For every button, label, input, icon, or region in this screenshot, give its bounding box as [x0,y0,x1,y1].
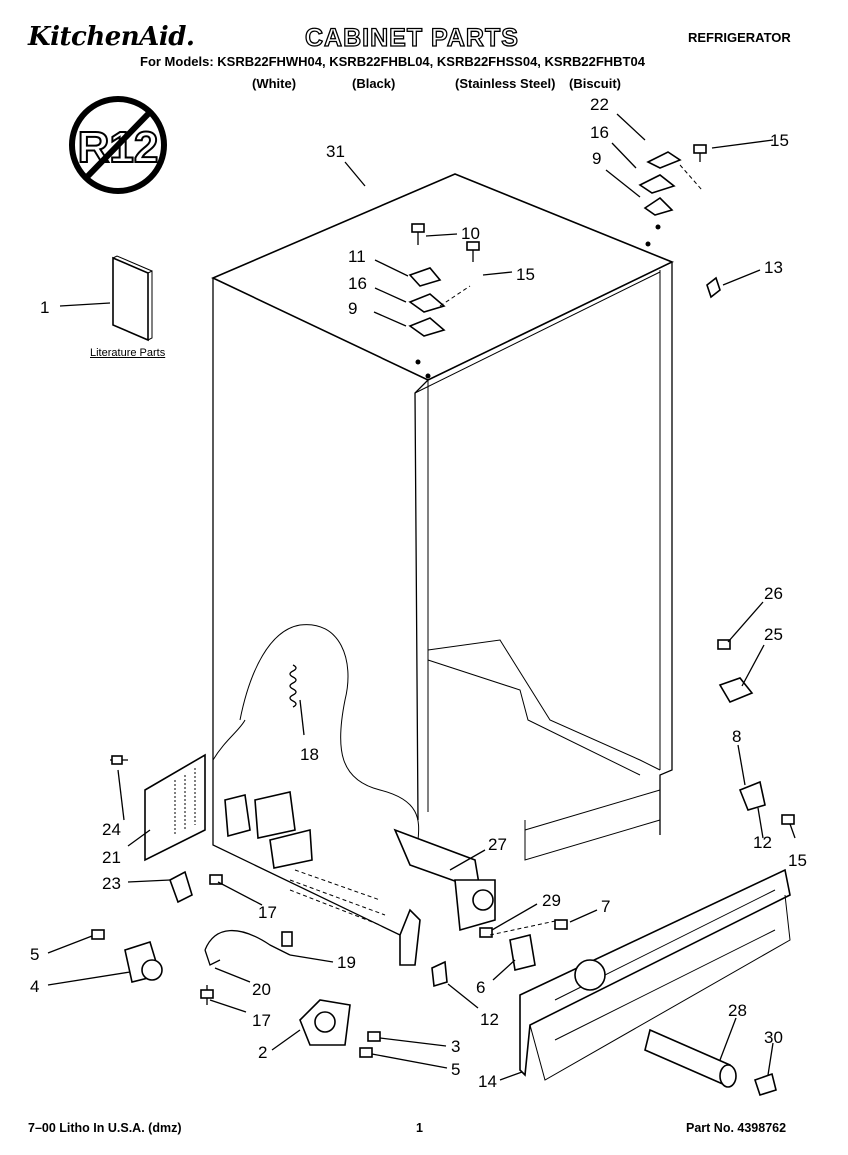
callout-10: 10 [461,224,480,243]
part-number: Part No. 4398762 [686,1121,787,1135]
callout-16a: 16 [590,123,609,142]
callout-8: 8 [732,727,741,746]
callout-5b: 5 [451,1060,460,1079]
brand-logo: KitchenAid. [28,22,195,52]
literature-booklet [112,255,153,342]
callout-4: 4 [30,977,39,996]
condenser-duct [393,639,795,988]
page-title: CABINET PARTS [304,23,519,52]
callout-23: 23 [102,874,121,893]
callout-15c: 15 [788,851,807,870]
callout-22: 22 [590,95,609,114]
product-category: REFRIGERATOR [688,30,791,45]
callout-3: 3 [451,1037,460,1056]
r12-badge: R12 [69,96,167,194]
rear-leveler [299,999,381,1058]
callout-5a: 5 [30,945,39,964]
callout-19: 19 [337,953,356,972]
callout-6: 6 [476,978,485,997]
callout-21: 21 [102,848,121,867]
litho-note: 7–00 Litho In U.S.A. (dmz) [28,1121,182,1135]
version-white: (White) [252,76,297,91]
drain-coil [289,664,297,708]
callout-17a: 17 [258,903,277,922]
callout-13: 13 [764,258,783,277]
front-roller [91,929,163,983]
callout-25: 25 [764,625,783,644]
toe-grille [519,868,791,1081]
callout-7: 7 [601,897,610,916]
version-black: (Black) [352,76,396,91]
callout-27: 27 [488,835,507,854]
callout-20: 20 [252,980,271,999]
callout-29: 29 [542,891,561,910]
callout-31: 31 [326,142,345,161]
callout-1: 1 [40,298,49,317]
callout-30: 30 [764,1028,783,1047]
callout-12b: 12 [480,1010,499,1029]
right-hinge-assembly [638,144,721,299]
callout-14: 14 [478,1072,497,1091]
callout-17b: 17 [252,1011,271,1030]
refrigerator-cabinet [211,173,674,936]
version-stainless: (Stainless Steel) [455,76,556,91]
callout-11: 11 [348,247,366,266]
callout-26: 26 [764,584,783,603]
version-biscuit: (Biscuit) [569,76,621,91]
center-hinge-assembly [408,223,480,337]
callout-9a: 9 [592,149,601,168]
water-filter [644,1028,777,1096]
bracket-plate [110,753,206,862]
callout-12a: 12 [753,833,772,852]
callout-28: 28 [728,1001,747,1020]
lower-hinge-bracket [169,870,223,904]
callout-labels: 31 22 16 15 9 10 11 16 15 9 13 1 18 26 2… [30,95,807,1091]
compressor-relay-area [224,791,421,966]
callout-9b: 9 [348,299,357,318]
model-numbers: For Models: KSRB22FHWH04, KSRB22FHBL04, … [140,54,645,69]
page-number: 1 [416,1121,423,1135]
callout-2: 2 [258,1043,267,1062]
callout-16b: 16 [348,274,367,293]
drain-tube [200,929,293,1005]
callout-15a: 15 [770,131,789,150]
literature-parts-caption: Literature Parts [90,347,166,359]
callout-18: 18 [300,745,319,764]
callout-leaders [47,113,796,1081]
callout-24: 24 [102,820,121,839]
callout-15b: 15 [516,265,535,284]
